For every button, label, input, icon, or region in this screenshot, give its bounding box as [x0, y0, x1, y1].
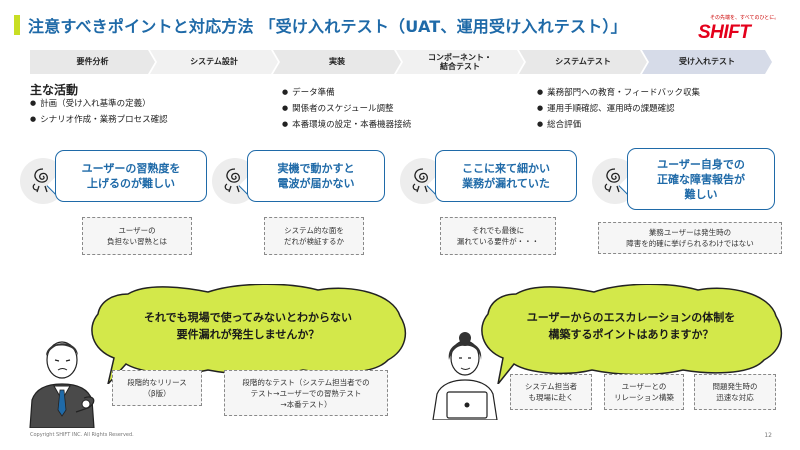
logo-tagline: その先端を、すべてのひとに。 — [710, 15, 780, 21]
issue-bubble-1: ユーザーの習熟度を 上げるのが難しい — [55, 150, 207, 202]
activities-heading: 主な活動 — [30, 83, 79, 97]
activity-item: 計画（受け入れ基準の定義） — [30, 96, 168, 112]
solution-note-right-3: 問題発生時の 迅速な対応 — [694, 374, 776, 410]
question-text-left: それでも現場で使ってみないとわからない 要件漏れが発生しませんか？ — [143, 311, 353, 341]
logo-text: SHIFT — [698, 22, 751, 43]
issue-note-4: 業務ユーザーは発生時の 障害を的確に挙げられるわけではない — [598, 222, 782, 254]
phase-acceptance-test: 受け入れテスト — [642, 50, 772, 74]
solution-note-left-1: 段階的なリリース （β版） — [112, 370, 202, 406]
solution-note-right-2: ユーザーとの リレーション構築 — [604, 374, 684, 410]
phase-system-test: システムテスト — [519, 50, 647, 74]
activities-col-1: 計画（受け入れ基準の定義） シナリオ作成・業務プロセス確認 — [30, 96, 168, 128]
activity-item: 業務部門への教育・フィードバック収集 — [537, 85, 700, 101]
activity-item: 総合評価 — [537, 117, 700, 133]
issue-note-1: ユーザーの 負担ない習熟とは — [82, 217, 192, 255]
phase-implementation: 実装 — [273, 50, 401, 74]
activity-item: データ準備 — [282, 85, 411, 101]
phase-component-integration-test: コンポーネント・ 結合テスト — [396, 50, 524, 74]
issue-note-3: それでも最後に 漏れている要件が・・・ — [440, 217, 556, 255]
businesswoman-illustration — [432, 332, 498, 420]
phase-requirements: 要件分析 — [30, 50, 155, 74]
question-cloud-right — [481, 284, 783, 384]
activity-item: 本番環境の設定・本番機器接続 — [282, 117, 411, 133]
solution-note-right-1: システム担当者 も現場に赴く — [510, 374, 592, 410]
activity-item: 運用手順確認、運用時の課題確認 — [537, 101, 700, 117]
shift-logo: その先端を、すべてのひとに。 SHIFT — [698, 14, 780, 44]
page-number: 12 — [764, 432, 772, 439]
issue-note-2: システム的な面を だれが検証するか — [264, 217, 364, 255]
activities-col-3: 業務部門への教育・フィードバック収集 運用手順確認、運用時の課題確認 総合評価 — [537, 85, 700, 133]
question-text-right: ユーザーからのエスカレーションの体制を 構築するポイントはありますか？ — [526, 311, 736, 341]
businessman-illustration — [29, 341, 95, 428]
activity-item: 関係者のスケジュール調整 — [282, 101, 411, 117]
title-accent-bar — [14, 15, 20, 35]
issue-bubble-3: ここに来て細かい 業務が漏れていた — [435, 150, 577, 202]
solution-note-left-2: 段階的なテスト（システム担当者での テスト→ユーザーでの習熟テスト →本番テスト… — [224, 370, 388, 416]
activities-col-2: データ準備 関係者のスケジュール調整 本番環境の設定・本番機器接続 — [282, 85, 411, 133]
copyright: Copyright SHIFT INC. All Rights Reserved… — [30, 432, 134, 438]
issue-bubble-2: 実機で動かすと 電波が届かない — [247, 150, 385, 202]
activity-item: シナリオ作成・業務プロセス確認 — [30, 112, 168, 128]
issue-bubble-4: ユーザー自身での 正確な障害報告が 難しい — [627, 148, 775, 210]
phase-system-design: システム設計 — [150, 50, 278, 74]
page-title: 注意すべきポイントと対応方法 「受け入れテスト（UAT、運用受け入れテスト）」 — [28, 17, 627, 36]
phase-flow: 要件分析 システム設計 実装 コンポーネント・ 結合テスト システムテスト 受け… — [30, 50, 772, 74]
